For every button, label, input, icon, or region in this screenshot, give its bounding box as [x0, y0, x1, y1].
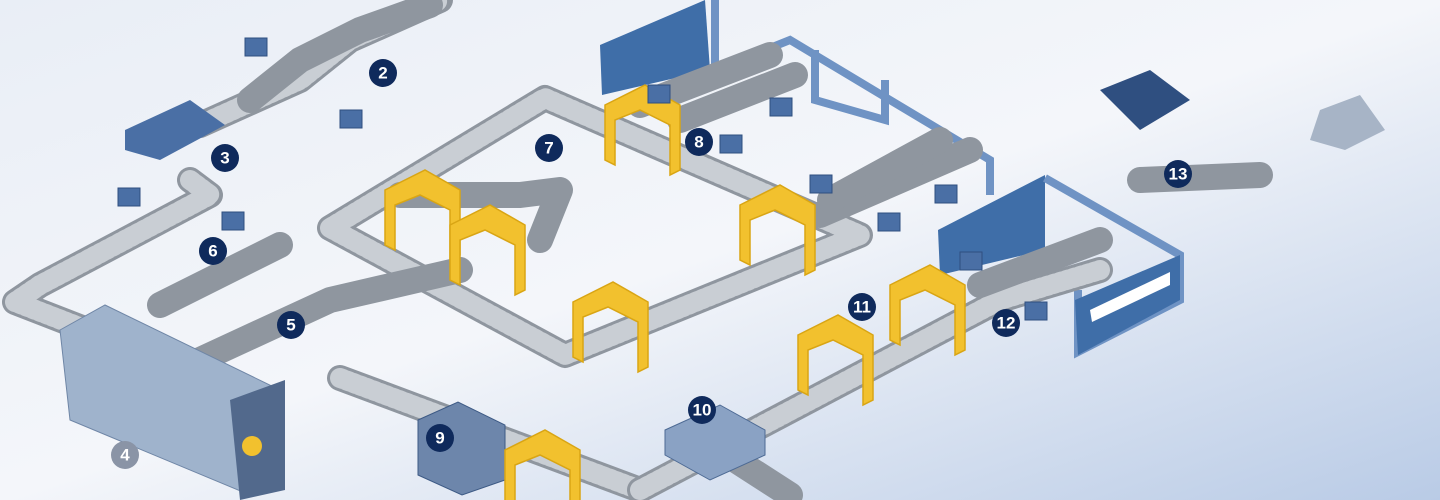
marker-10: 10: [688, 396, 716, 424]
svg-text:5: 5: [286, 316, 295, 335]
marker-13: 13: [1164, 160, 1192, 188]
svg-text:2: 2: [378, 64, 387, 83]
bins: [117, 37, 1048, 321]
forklift: [1310, 95, 1385, 150]
svg-text:11: 11: [853, 298, 871, 317]
machines: [59, 70, 1385, 500]
svg-text:3: 3: [220, 149, 229, 168]
marker-12: 12: [992, 309, 1020, 337]
marker-9: 9: [426, 424, 454, 452]
svg-text:4: 4: [120, 446, 130, 465]
marker-7: 7: [535, 134, 563, 162]
marker-4: 4: [111, 441, 139, 469]
truck-loader: [1100, 70, 1190, 130]
marker-6: 6: [199, 237, 227, 265]
svg-text:13: 13: [1169, 165, 1188, 184]
svg-text:7: 7: [544, 139, 553, 158]
walls: [600, 0, 1184, 359]
marker-2: 2: [369, 59, 397, 87]
conveyor-belts: [2, 0, 1273, 500]
svg-text:6: 6: [208, 242, 217, 261]
intake-hopper: [125, 100, 225, 160]
svg-text:8: 8: [694, 133, 703, 152]
machine-10: [664, 404, 766, 481]
marker-5: 5: [277, 311, 305, 339]
svg-text:10: 10: [693, 401, 712, 420]
svg-text:12: 12: [997, 314, 1016, 333]
marker-8: 8: [685, 128, 713, 156]
marker-3: 3: [211, 144, 239, 172]
svg-text:9: 9: [435, 429, 444, 448]
scanner-gates: [384, 84, 966, 500]
marker-11: 11: [848, 293, 876, 321]
